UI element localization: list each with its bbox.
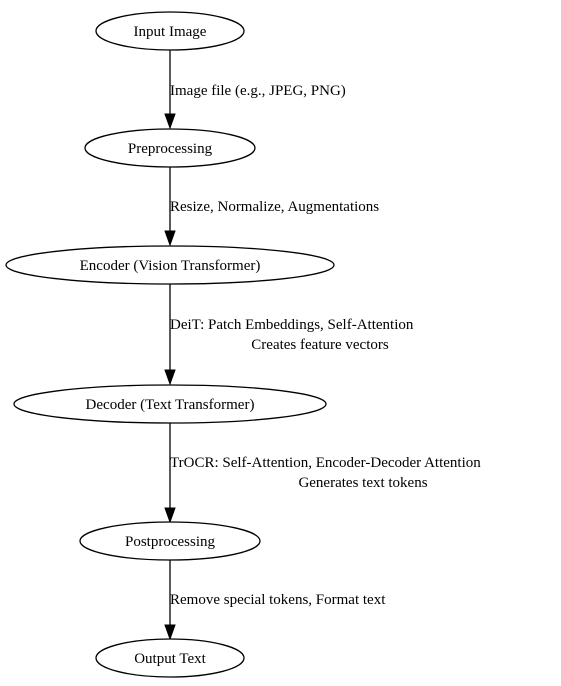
edge-input-to-preprocessing: Image file (e.g., JPEG, PNG) [164, 50, 346, 130]
edge-preprocessing-to-encoder: Resize, Normalize, Augmentations [164, 167, 379, 247]
node-label-preprocessing: Preprocessing [128, 141, 213, 157]
node-label-postprocessing: Postprocessing [125, 534, 216, 550]
edge-label-decoder-to-postprocessing-line1: TrOCR: Self-Attention, Encoder-Decoder A… [170, 455, 481, 471]
node-label-encoder: Encoder (Vision Transformer) [80, 258, 261, 274]
edge-postprocessing-to-output: Remove special tokens, Format text [164, 560, 386, 641]
node-label-output-text: Output Text [134, 651, 206, 667]
edge-label-encoder-to-decoder-line1: DeiT: Patch Embeddings, Self-Attention [170, 317, 414, 333]
node-decoder: Decoder (Text Transformer) [13, 384, 327, 424]
edge-encoder-to-decoder: DeiT: Patch Embeddings, Self-Attention C… [164, 284, 414, 386]
edge-label-decoder-to-postprocessing-line2: Generates text tokens [298, 475, 427, 491]
node-label-decoder: Decoder (Text Transformer) [86, 397, 255, 413]
edge-label-preprocessing-to-encoder: Resize, Normalize, Augmentations [170, 199, 379, 215]
node-output-text: Output Text [95, 638, 245, 678]
edge-label-encoder-to-decoder-line2: Creates feature vectors [251, 337, 389, 353]
edge-label-postprocessing-to-output: Remove special tokens, Format text [170, 592, 386, 608]
node-preprocessing: Preprocessing [84, 128, 256, 168]
node-postprocessing: Postprocessing [79, 521, 261, 561]
node-input-image: Input Image [95, 11, 245, 51]
node-label-input-image: Input Image [134, 24, 207, 40]
node-encoder: Encoder (Vision Transformer) [5, 245, 335, 285]
edge-label-input-to-preprocessing: Image file (e.g., JPEG, PNG) [170, 83, 346, 99]
edge-decoder-to-postprocessing: TrOCR: Self-Attention, Encoder-Decoder A… [164, 423, 481, 524]
